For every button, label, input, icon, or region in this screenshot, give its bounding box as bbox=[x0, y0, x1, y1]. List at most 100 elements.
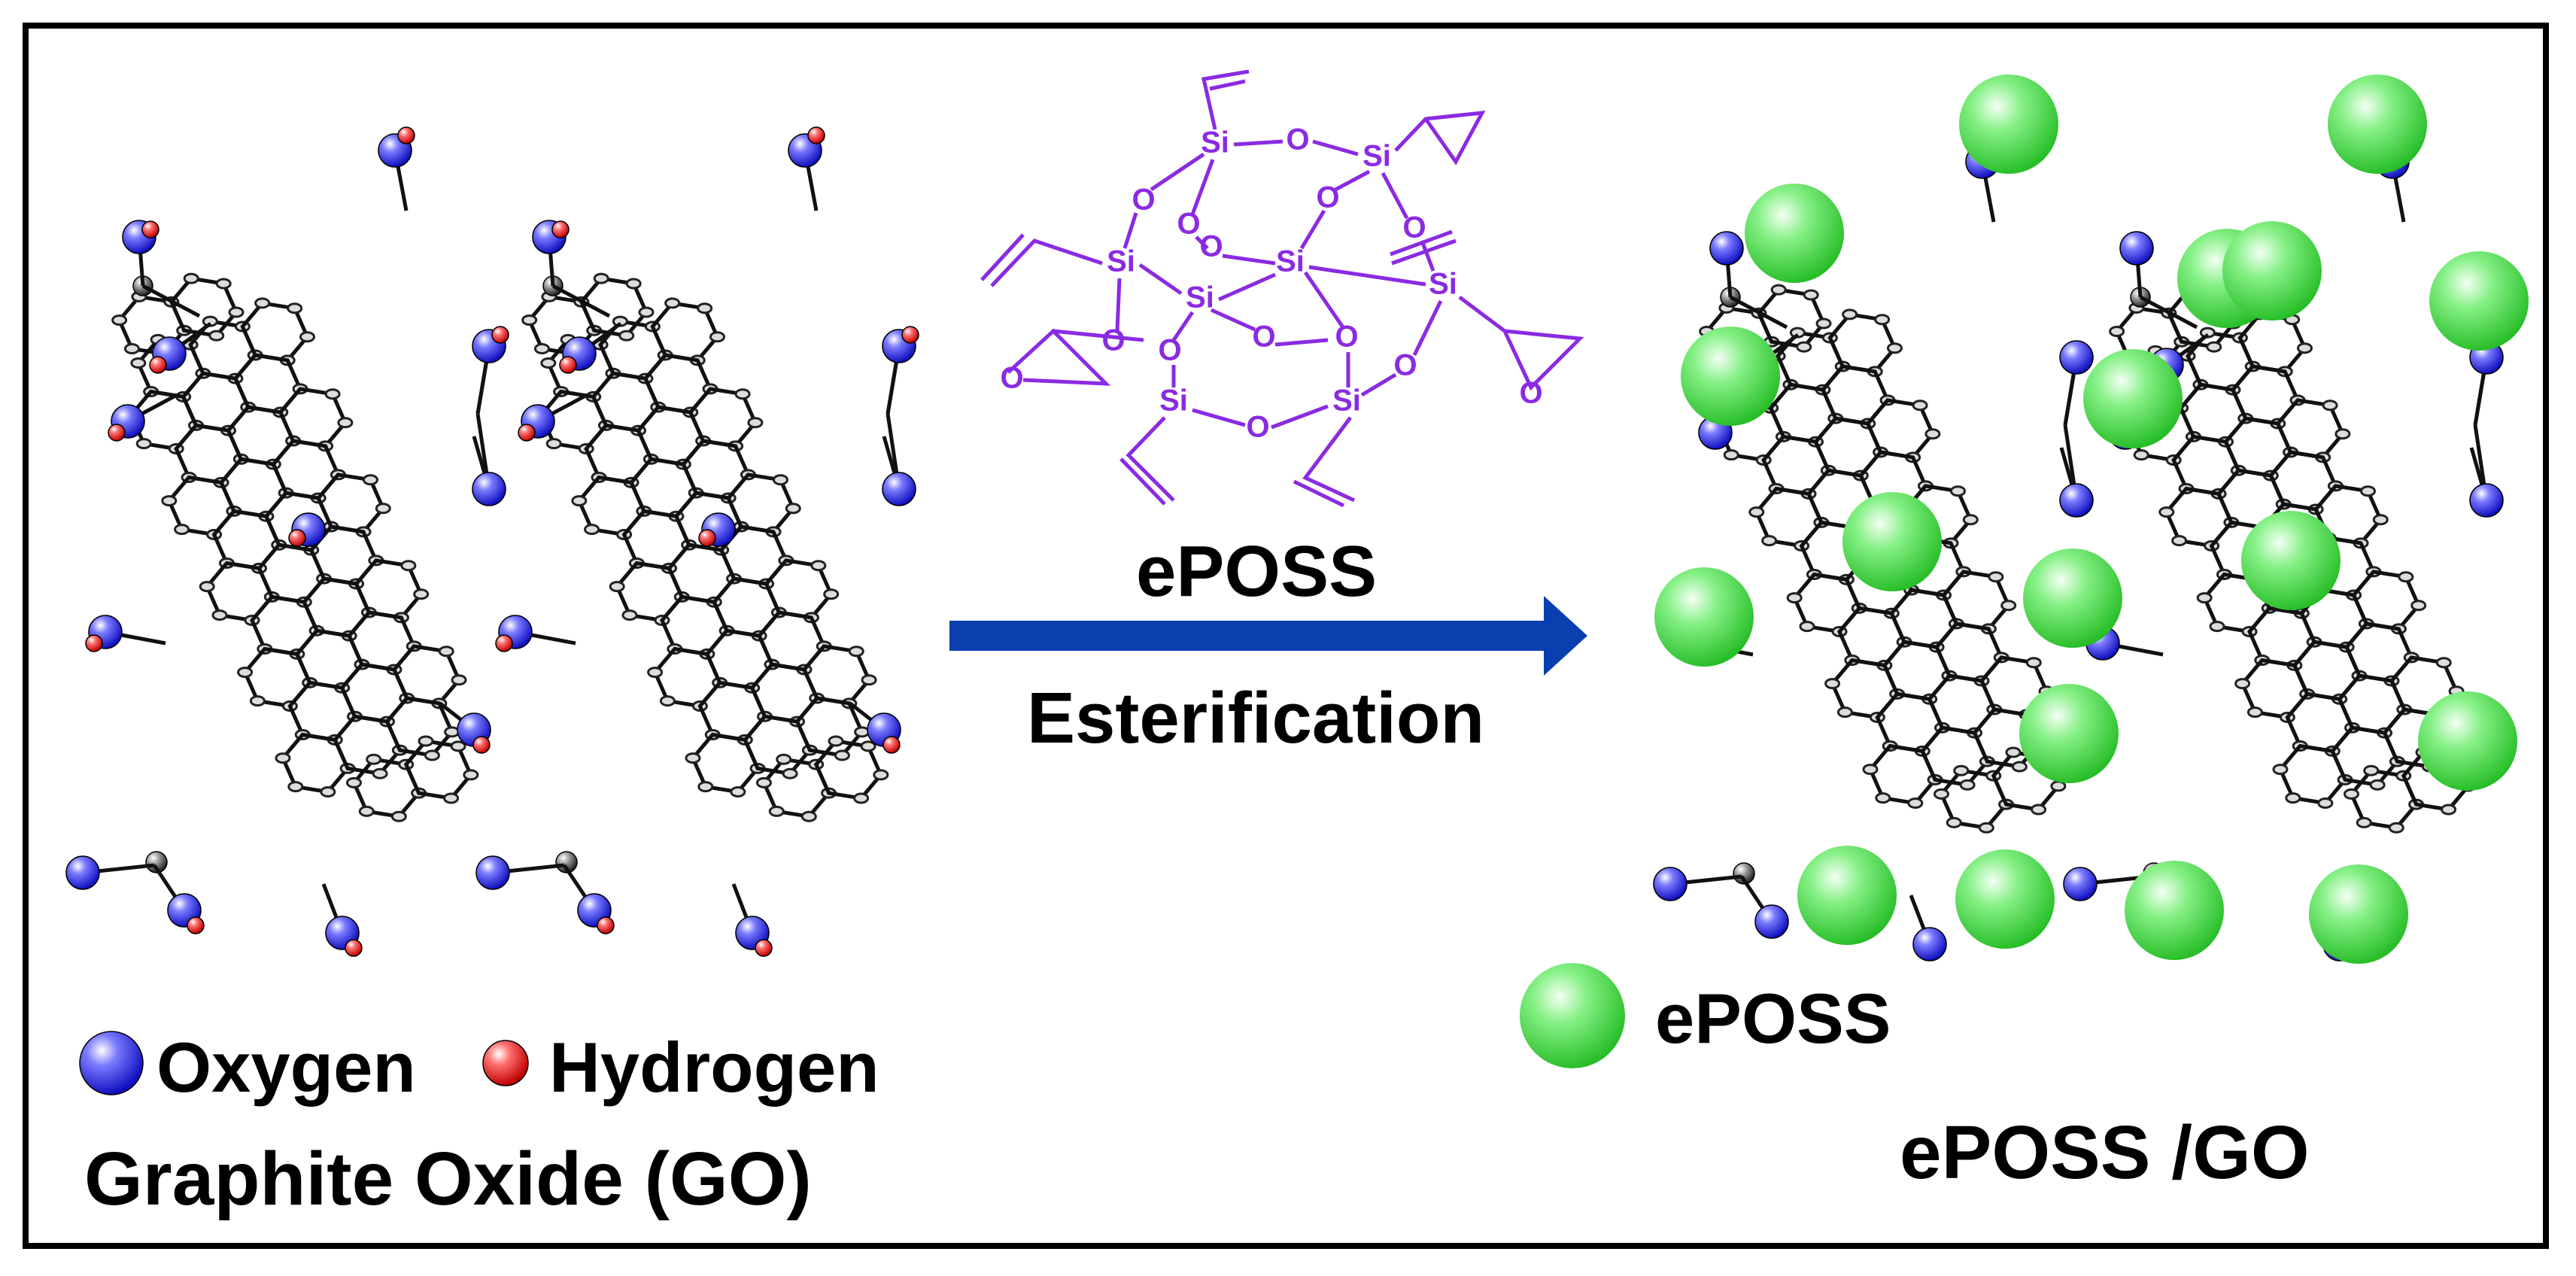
carbon-ring bbox=[1821, 364, 1890, 426]
carbon-atom bbox=[618, 330, 635, 342]
carbon-atom bbox=[1761, 535, 1778, 547]
carbon-atom bbox=[1933, 788, 1949, 800]
carbon-atom bbox=[375, 503, 391, 515]
hydrogen-atom bbox=[149, 356, 167, 374]
hydrogen-atom bbox=[495, 634, 513, 652]
carbon-atom bbox=[1748, 506, 1765, 518]
oxygen-atom-label: O bbox=[1316, 181, 1339, 214]
carbon-atom bbox=[1962, 514, 1979, 526]
functional-groups bbox=[65, 126, 2504, 962]
carbon-atom bbox=[451, 674, 467, 686]
carbon-atom bbox=[2272, 764, 2289, 776]
carbon-atom bbox=[772, 474, 788, 486]
oxygen-atom bbox=[1653, 867, 1687, 901]
carbon-ring bbox=[271, 439, 341, 500]
legend-hydrogen-label: Hydrogen bbox=[549, 1028, 879, 1107]
legend-oxygen-label: Oxygen bbox=[156, 1028, 416, 1107]
carbon-atom bbox=[183, 272, 199, 284]
hydrogen-atom bbox=[397, 126, 415, 144]
carbon-atom bbox=[1978, 822, 1994, 834]
carbon-atom bbox=[174, 524, 190, 536]
oxygen-atom bbox=[2059, 340, 2094, 375]
molecule-bond bbox=[1195, 235, 1209, 250]
carbon-atom bbox=[782, 767, 798, 779]
oxygen-atom-label: O bbox=[1252, 321, 1275, 354]
carbon-atom bbox=[400, 560, 417, 572]
carbon-atom bbox=[228, 306, 245, 318]
oxygen-atom-label: O bbox=[1199, 230, 1223, 263]
hydrogen-atom bbox=[559, 356, 577, 374]
oxygen-atom-label: O bbox=[1393, 349, 1417, 382]
molecule-bond bbox=[1233, 139, 1283, 147]
molecule-bond bbox=[1210, 308, 1256, 332]
arrow-shaft bbox=[949, 621, 1551, 651]
eposs-sphere bbox=[1959, 74, 2058, 174]
molecule-bond bbox=[1138, 263, 1183, 296]
carbon-atom bbox=[424, 749, 440, 761]
molecule-bond bbox=[1201, 69, 1250, 130]
carbon-atom bbox=[237, 667, 254, 679]
eposs-sphere bbox=[2241, 511, 2341, 610]
carbon-atom bbox=[358, 805, 375, 817]
molecule-bond bbox=[980, 233, 1025, 281]
bond bbox=[1729, 295, 1788, 330]
carbon-atom bbox=[2234, 678, 2251, 690]
oxygen-atom bbox=[2469, 483, 2504, 518]
carbon-ring bbox=[757, 610, 827, 672]
carbon-atom bbox=[2158, 506, 2175, 518]
hydrogen-atom bbox=[807, 126, 825, 144]
carbon-atom bbox=[438, 646, 454, 658]
hydrogen-atom bbox=[551, 220, 570, 238]
oxygen-atom-label: O bbox=[1158, 334, 1181, 367]
silicon-atom-label: Si bbox=[1429, 268, 1457, 301]
carbon-atom bbox=[593, 272, 609, 284]
hydrogen-atom bbox=[472, 736, 491, 754]
carbon-ring bbox=[1934, 621, 2004, 683]
eposs-sphere bbox=[2125, 861, 2224, 960]
silicon-atom-label: Si bbox=[1186, 281, 1214, 314]
silicon-atom-label: Si bbox=[1201, 126, 1229, 160]
hydrogen-atom bbox=[187, 916, 205, 934]
carbon-atom bbox=[2171, 535, 2188, 547]
carbon-atom bbox=[1949, 485, 1966, 497]
hydrogen-atom bbox=[345, 939, 363, 957]
molecule-bond bbox=[1293, 479, 1345, 508]
carbon-atom bbox=[810, 560, 827, 572]
carbon-atom bbox=[638, 306, 655, 318]
bond bbox=[551, 284, 611, 318]
carbon-atom bbox=[647, 667, 664, 679]
carbon-atom bbox=[545, 438, 562, 450]
carbon-node bbox=[555, 851, 578, 873]
graphene-sheet bbox=[111, 272, 479, 822]
carbon-atom bbox=[1912, 400, 1928, 412]
molecule-bond bbox=[1303, 271, 1345, 329]
molecule-bond bbox=[1274, 338, 1329, 347]
hydrogen-atom bbox=[698, 529, 716, 547]
eposs-sphere bbox=[1654, 567, 1754, 667]
carbon-atom bbox=[873, 769, 889, 781]
carbon-atom bbox=[1723, 449, 1739, 461]
hydrogen-atom bbox=[491, 326, 509, 344]
carbon-atom bbox=[324, 388, 341, 400]
hydrogen-atom bbox=[597, 916, 615, 934]
carbon-atom bbox=[755, 776, 772, 788]
carbon-ring bbox=[2268, 450, 2338, 512]
carbon-ring bbox=[233, 353, 302, 415]
molecule-bond bbox=[1192, 408, 1246, 427]
carbon-atom bbox=[413, 588, 430, 600]
arrow-head bbox=[1544, 596, 1587, 676]
carbon-atom bbox=[1842, 308, 1858, 321]
carbon-atom bbox=[418, 735, 434, 747]
carbon-atom bbox=[463, 769, 479, 781]
molecule-bond bbox=[1190, 159, 1215, 215]
carbon-atom bbox=[2363, 764, 2380, 776]
carbon-ring bbox=[2344, 621, 2414, 683]
molecule-bond bbox=[990, 238, 1103, 287]
oxygen-atom bbox=[2119, 231, 2154, 266]
molecule-bond bbox=[1391, 238, 1457, 266]
oxygen-atom-label: O bbox=[1177, 208, 1200, 241]
bond bbox=[2139, 295, 2198, 330]
eposs-sphere bbox=[2429, 251, 2529, 351]
